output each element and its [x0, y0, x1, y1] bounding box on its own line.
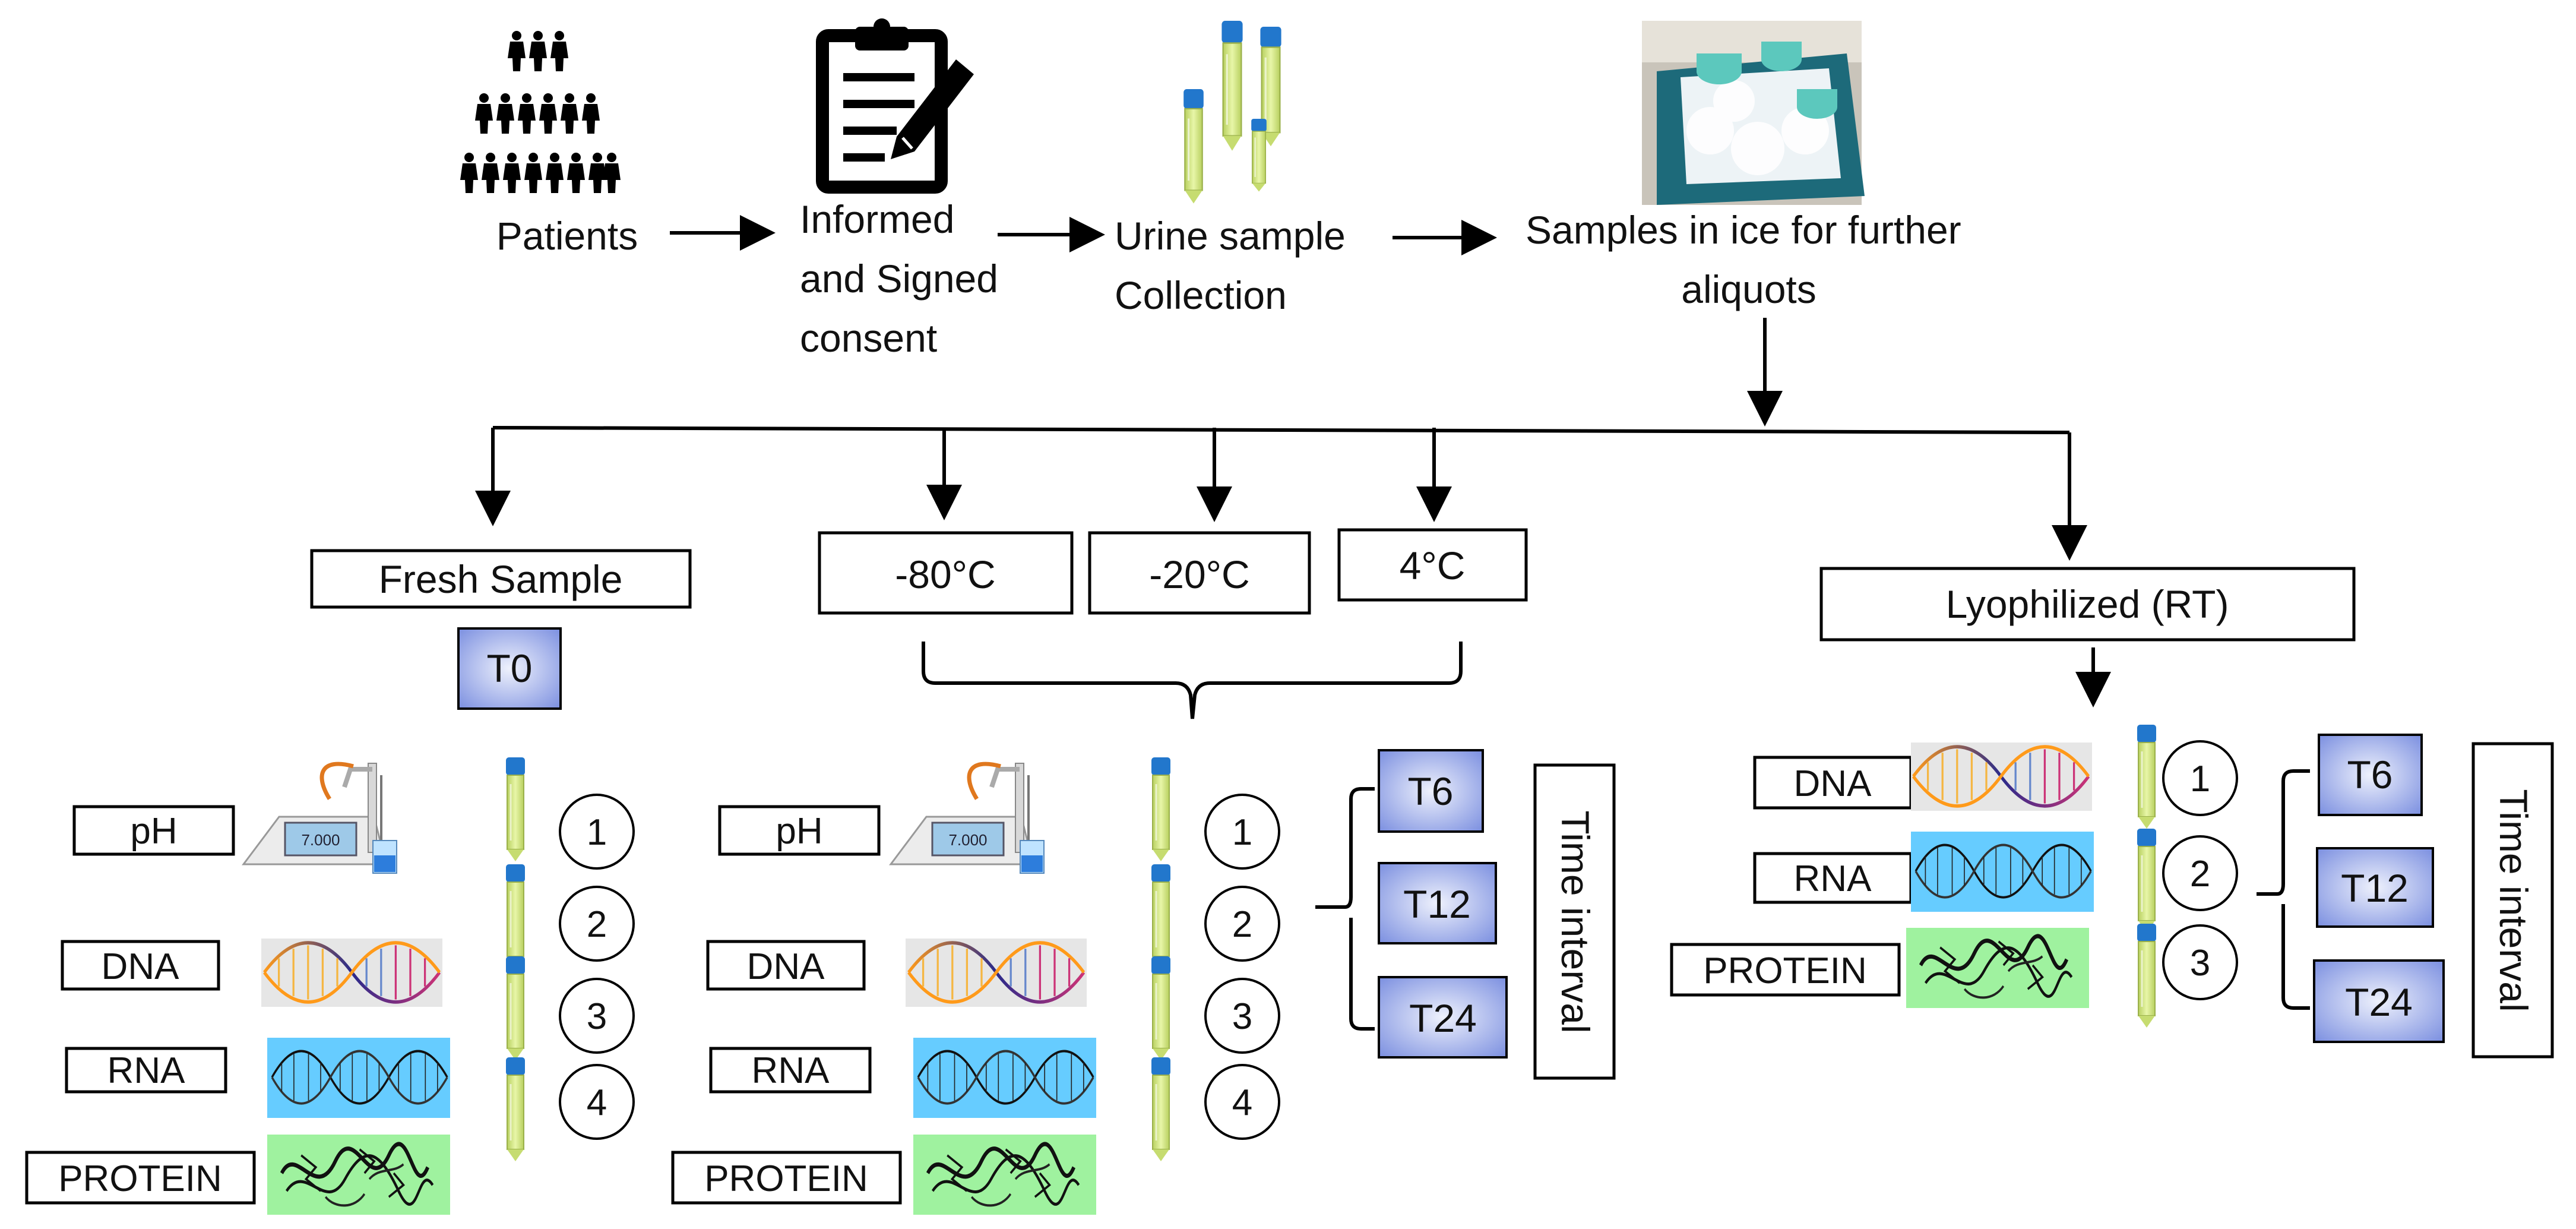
lyophilized-tubes-icon [2136, 724, 2157, 1029]
fresh-tubes-icon [505, 756, 526, 1162]
svg-text:T6: T6 [2347, 753, 2393, 797]
rna-label-box [65, 1047, 227, 1094]
clipboard-icon [816, 18, 974, 194]
svg-text:Time interval: Time interval [2492, 789, 2536, 1012]
svg-text:4°C: 4°C [1400, 544, 1466, 587]
protein-label: PROTEIN [704, 1158, 868, 1199]
frozen-time-interval-box: Time interval [1533, 763, 1616, 1080]
svg-text:T12: T12 [2341, 866, 2409, 910]
dna-label: DNA [102, 946, 180, 987]
svg-text:-20°C: -20°C [1149, 552, 1249, 596]
svg-text:2: 2 [587, 904, 607, 945]
dna-label: DNA [747, 946, 825, 987]
fresh-panel: pH DNA RNA PROTEIN 1 2 3 4 [25, 756, 635, 1215]
lyophilized-panel: DNA RNA PROTEIN 1 2 3 T6 T12 [1670, 724, 2554, 1059]
frozen-time-brace [1315, 787, 1375, 1031]
frozen-tubes-icon [1150, 756, 1172, 1162]
fresh-sample-box: Fresh Sample [310, 549, 692, 609]
frozen-panel: pH DNA RNA PROTEIN 1 2 3 4 T6 [671, 749, 1616, 1215]
ph-label-box [72, 805, 235, 856]
urine-tubes-icon [1182, 20, 1283, 205]
rna-label: RNA [107, 1050, 186, 1091]
protein-label: PROTEIN [1703, 950, 1867, 991]
svg-text:T6: T6 [1407, 769, 1453, 813]
ph-label: pH [130, 811, 177, 852]
frozen-t12-box: T12 [1378, 862, 1497, 944]
svg-text:3: 3 [2190, 943, 2210, 984]
frozen-t6-box: T6 [1378, 749, 1484, 833]
rna-label-box [709, 1047, 872, 1094]
lyophilized-t24-box: T24 [2313, 959, 2445, 1043]
svg-text:3: 3 [587, 996, 607, 1037]
rna-label: RNA [752, 1050, 830, 1091]
ice-label: Samples in ice for further aliquots [1526, 208, 1972, 311]
protein-label-box [1670, 943, 1901, 997]
lyophilized-t6-box: T6 [2318, 734, 2423, 816]
protein-label-box [671, 1151, 902, 1205]
minus20-box: -20°C [1088, 531, 1311, 615]
dna-label-box [61, 940, 220, 991]
minus80-box: -80°C [818, 531, 1074, 615]
collection-label: Urine sample Collection [1115, 214, 1356, 317]
frozen-t24-box: T24 [1378, 976, 1508, 1059]
rna-label-box [1753, 852, 1913, 904]
svg-text:T0: T0 [486, 646, 532, 690]
svg-text:1: 1 [587, 812, 607, 853]
frozen-aliquot-numbers: 1 2 3 4 [1204, 794, 1280, 1140]
lyophilized-time-interval-box: Time interval [2471, 742, 2554, 1059]
svg-text:T24: T24 [2345, 980, 2413, 1024]
ph-label: pH [776, 811, 822, 852]
svg-text:Lyophilized (RT): Lyophilized (RT) [1946, 582, 2229, 626]
ph-label-box [718, 805, 881, 856]
svg-text:T24: T24 [1409, 996, 1477, 1040]
rna-image [913, 1038, 1096, 1118]
plus4-box: 4°C [1337, 528, 1528, 602]
rna-image [1911, 832, 2094, 912]
svg-text:4: 4 [1232, 1082, 1252, 1123]
protein-label-box [25, 1151, 256, 1205]
lyophilized-aliquot-numbers: 1 2 3 [2162, 740, 2238, 1000]
dna-label: DNA [1794, 763, 1872, 804]
protein-label: PROTEIN [58, 1158, 222, 1199]
svg-text:T12: T12 [1403, 882, 1471, 926]
lyophilized-time-brace [2257, 769, 2310, 1010]
svg-text:1: 1 [1232, 812, 1252, 853]
svg-text:2: 2 [2190, 854, 2210, 895]
storage-brace [922, 642, 1463, 719]
rna-label: RNA [1794, 858, 1872, 899]
patients-label: Patients [496, 214, 638, 258]
svg-text:Fresh Sample: Fresh Sample [379, 557, 623, 601]
svg-text:Time interval: Time interval [1553, 810, 1597, 1033]
svg-text:2: 2 [1232, 904, 1252, 945]
ph-meter-icon [243, 763, 397, 873]
distribution-lines [475, 318, 2087, 561]
svg-text:-80°C: -80°C [895, 552, 995, 596]
patients-icon [460, 31, 621, 193]
consent-label: Informed and Signed consent [800, 197, 1009, 360]
svg-text:4: 4 [587, 1082, 607, 1123]
svg-text:3: 3 [1232, 996, 1252, 1037]
svg-text:1: 1 [2190, 759, 2210, 800]
lyophilized-box: Lyophilized (RT) [1819, 567, 2356, 642]
rna-image [267, 1038, 450, 1118]
dna-label-box [706, 940, 866, 991]
ice-tray-photo [1642, 21, 1865, 205]
ph-meter-icon [891, 763, 1044, 873]
lyophilized-t12-box: T12 [2316, 847, 2434, 928]
t0-box: T0 [457, 627, 562, 710]
fresh-aliquot-numbers: 1 2 3 4 [559, 794, 635, 1140]
